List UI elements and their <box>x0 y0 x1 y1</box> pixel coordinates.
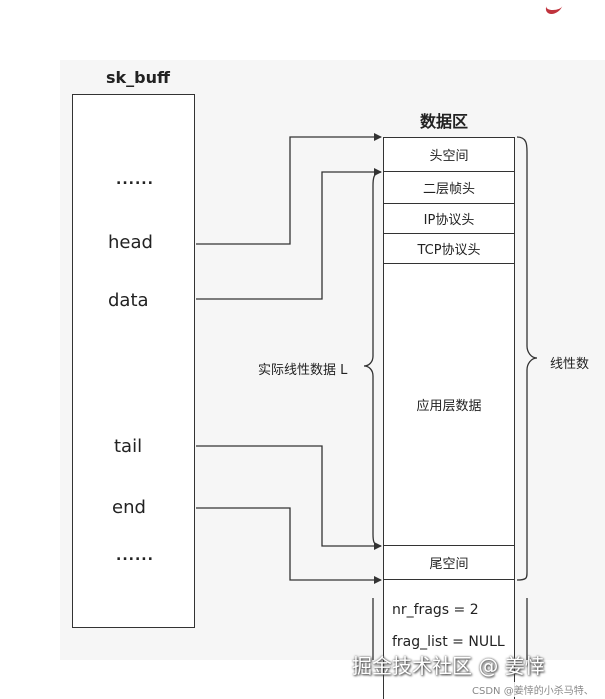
field-ellipsis-top: ...... <box>116 172 154 188</box>
end-pointer-arrow <box>196 507 382 584</box>
segment-app-data: 应用层数据 <box>384 264 514 546</box>
data-area-column: 头空间 二层帧头 IP协议头 TCP协议头 应用层数据 尾空间 <box>383 137 515 699</box>
frag-list: frag_list = NULL <box>392 634 505 650</box>
data-pointer-arrow <box>196 168 382 300</box>
field-ellipsis-bottom: ...... <box>116 548 154 564</box>
sk-buff-title: sk_buff <box>106 68 170 87</box>
segment-headroom: 头空间 <box>384 138 514 172</box>
nr-frags: nr_frags = 2 <box>392 602 479 618</box>
field-data: data <box>108 290 149 311</box>
actual-linear-bracket <box>363 171 382 547</box>
sk-buff-struct <box>72 94 195 628</box>
segment-tcp-header: TCP协议头 <box>384 234 514 264</box>
field-head: head <box>108 232 153 253</box>
juejin-watermark: 掘金技术社区 @ 姜悻 <box>352 654 545 678</box>
head-pointer-arrow <box>196 133 382 245</box>
actual-linear-data-label: 实际线性数据 L <box>258 363 348 378</box>
segment-ip-header: IP协议头 <box>384 204 514 234</box>
field-end: end <box>112 497 146 518</box>
segment-l2-header: 二层帧头 <box>384 172 514 204</box>
linear-data-bracket <box>516 136 538 581</box>
segment-tailroom: 尾空间 <box>384 546 514 580</box>
csdn-watermark: CSDN @姜悻的小杀马特、 <box>472 682 594 697</box>
field-tail: tail <box>114 436 143 457</box>
tail-pointer-arrow <box>196 445 382 550</box>
data-area-title: 数据区 <box>420 112 469 131</box>
linear-data-label: 线性数 <box>550 357 590 372</box>
